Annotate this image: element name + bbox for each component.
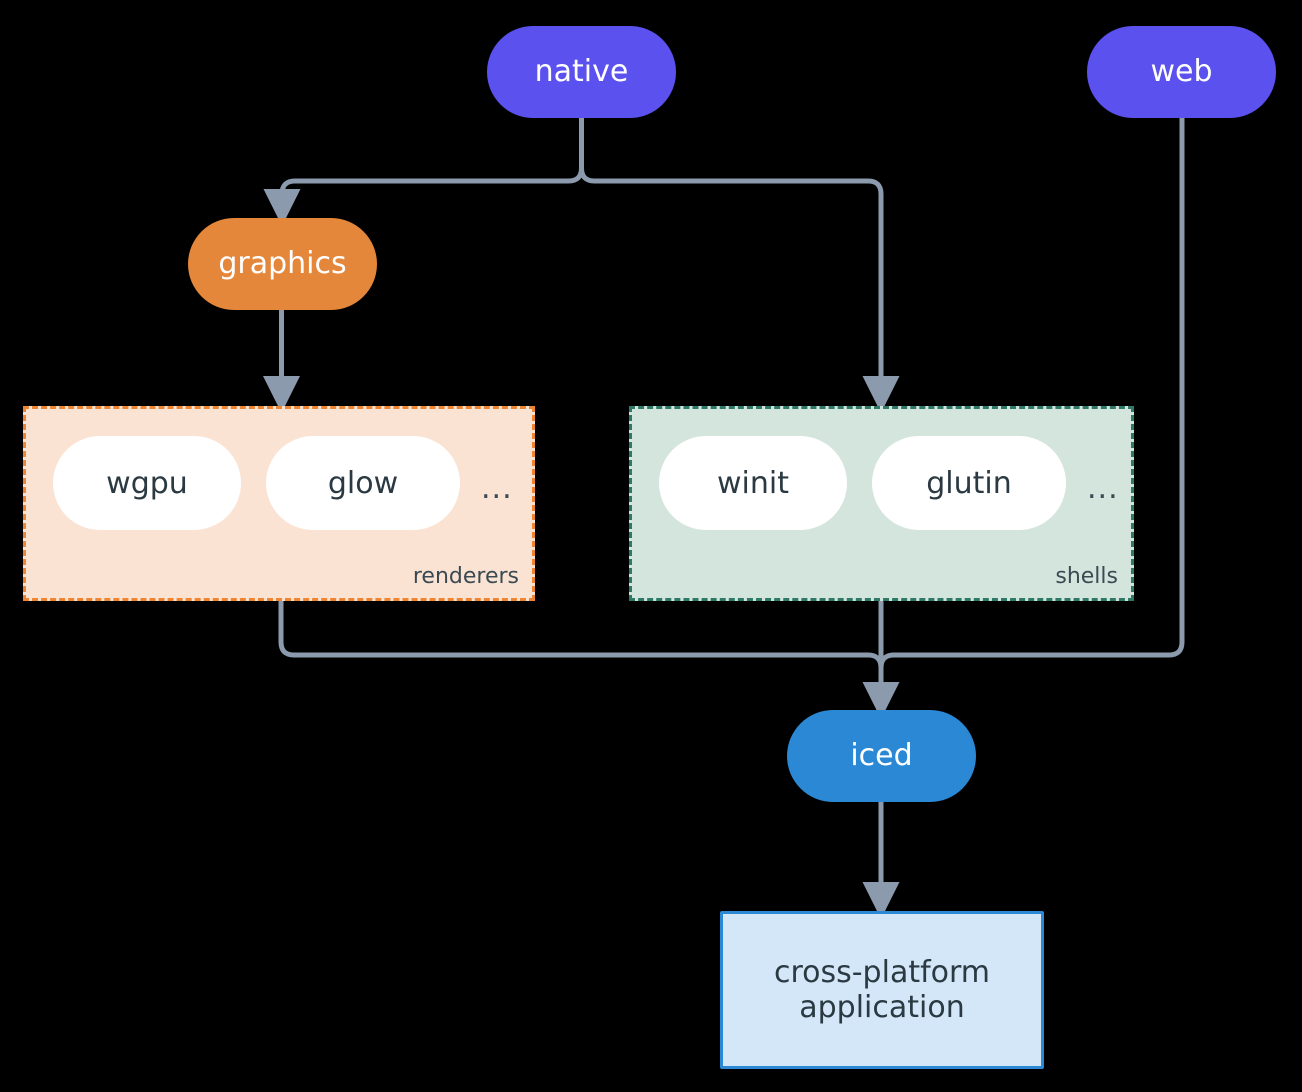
application-label-line2: application	[799, 990, 965, 1025]
node-winit[interactable]: winit	[659, 436, 847, 530]
edge-merge-right-fillet	[878, 652, 897, 671]
group-label-renderers: renderers	[412, 564, 519, 589]
node-glutin[interactable]: glutin	[872, 436, 1066, 530]
node-native[interactable]: native	[487, 26, 676, 118]
node-iced[interactable]: iced	[787, 710, 976, 802]
node-glow[interactable]: glow	[266, 436, 460, 530]
group-renderers: wgpu glow ... renderers	[23, 406, 535, 601]
shells-ellipsis: ...	[1087, 471, 1119, 506]
node-web[interactable]: web	[1087, 26, 1276, 118]
node-wgpu[interactable]: wgpu	[53, 436, 241, 530]
node-cross-platform-application[interactable]: cross-platform application	[720, 911, 1044, 1069]
group-label-shells: shells	[1055, 564, 1118, 589]
group-shells: winit glutin ... shells	[629, 406, 1134, 601]
edge-renderers-to-iced	[278, 598, 871, 658]
renderers-ellipsis: ...	[481, 471, 513, 506]
edge-native-to-graphics	[263, 115, 584, 227]
edge-merge-left-fillet	[865, 652, 884, 671]
node-graphics[interactable]: graphics	[188, 218, 377, 310]
edge-native-to-shells	[579, 115, 900, 414]
application-label-line1: cross-platform	[773, 954, 991, 990]
